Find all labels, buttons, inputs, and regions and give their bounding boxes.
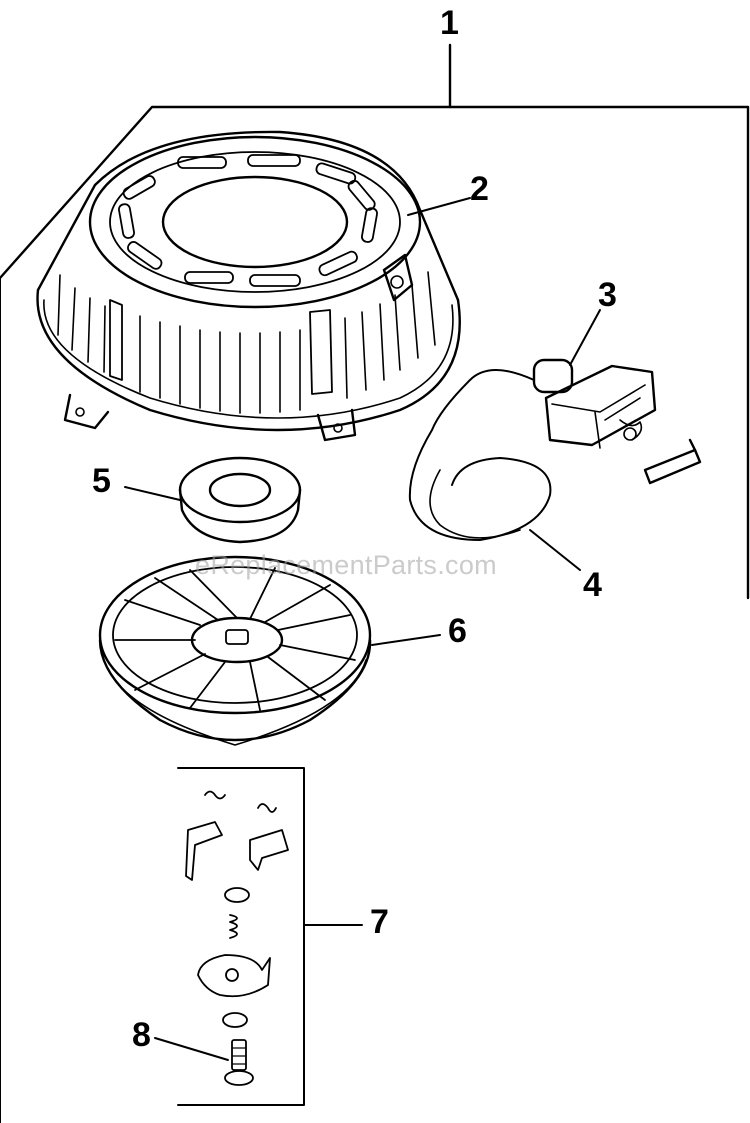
callout-3: 3 [598, 276, 617, 314]
pawl-kit [185, 790, 289, 1028]
callout-2: 2 [470, 170, 489, 208]
assembly-outline [0, 43, 750, 1123]
callout-4: 4 [583, 566, 602, 604]
starter-handle [532, 358, 702, 485]
blower-housing [36, 130, 461, 442]
callout-7: 7 [370, 903, 389, 941]
callout-1: 1 [440, 4, 459, 42]
callout-5: 5 [92, 462, 111, 500]
screw [224, 1039, 254, 1086]
pawl-kit-bracket [177, 767, 363, 1106]
watermark: eReplacementParts.com [195, 550, 497, 580]
callout-8: 8 [132, 1016, 151, 1054]
washer [178, 456, 302, 544]
callout-6: 6 [448, 612, 467, 650]
pulley [98, 555, 372, 746]
starter-rope [408, 369, 552, 541]
leader-lines [124, 197, 601, 1061]
